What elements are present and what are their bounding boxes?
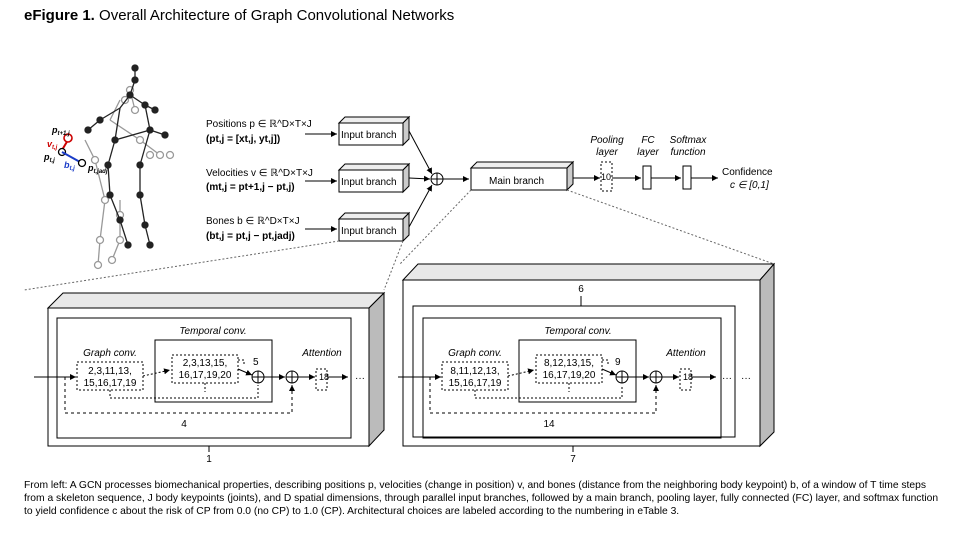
fc-label-2: layer — [637, 147, 659, 158]
continuation-dots: ··· — [741, 373, 751, 384]
skeleton-figure — [57, 64, 175, 270]
temporal-conv-label: Temporal conv. — [179, 326, 246, 337]
attention-label: Attention — [301, 348, 342, 359]
softmax-label-1: Softmax — [670, 135, 708, 146]
continuation-dots: ··· — [355, 373, 365, 384]
graph-conv-values-2: 15,16,17,19 — [84, 378, 137, 389]
label-v: vt,j — [47, 139, 58, 151]
pooling-number: 10 — [601, 172, 611, 182]
choice-number-5: 5 — [253, 357, 259, 368]
choice-number-18: 18 — [319, 372, 329, 382]
input-branch-label: Input branch — [341, 130, 397, 141]
pooling-label-1: Pooling — [590, 135, 624, 146]
temporal-conv-values-1: 8,12,13,15, — [544, 358, 594, 369]
positions-label: Positions p ∈ ℝ^D×T×J — [206, 119, 312, 130]
choice-number-14: 14 — [543, 419, 555, 430]
temporal-conv-values-1: 2,3,13,15, — [183, 358, 227, 369]
graph-conv-values-1: 2,3,11,13, — [88, 366, 132, 377]
pooling-label-2: layer — [596, 147, 618, 158]
fc-layer — [642, 165, 652, 190]
temporal-conv-values-2: 16,17,19,20 — [179, 370, 232, 381]
graph-conv-label: Graph conv. — [448, 348, 502, 359]
positions-formula: (pt,j = [xt,j, yt,j]) — [206, 134, 280, 145]
input-branch-label: Input branch — [341, 177, 397, 188]
figure-title-text: Overall Architecture of Graph Convolutio… — [99, 7, 455, 24]
graph-conv-box — [76, 361, 144, 391]
main-branch: Main branch — [469, 160, 575, 192]
head-labels: Pooling layer FC layer Softmax function — [590, 135, 707, 158]
attention-label: Attention — [665, 348, 706, 359]
continuation-dots: ··· — [722, 373, 732, 384]
main-branch-label: Main branch — [489, 176, 544, 187]
graph-conv-values-1: 8,11,12,13, — [450, 366, 499, 377]
temporal-conv-label: Temporal conv. — [544, 326, 611, 337]
choice-number-4: 4 — [181, 419, 187, 430]
label-p-next: pt+1,j — [51, 125, 70, 137]
label-p: pt,j — [43, 152, 55, 164]
graph-conv-label: Graph conv. — [83, 348, 137, 359]
label-p-adj: pt,jadj — [87, 163, 108, 175]
confidence-range: c ∈ [0,1] — [730, 180, 769, 191]
figure-title: eFigure 1. Overall Architecture of Graph… — [24, 7, 454, 24]
softmax-layer — [682, 165, 692, 190]
confidence-label: Confidence — [722, 167, 773, 178]
input-branch-bones: Input branch — [337, 211, 411, 243]
pooling-layer — [600, 161, 613, 192]
choice-number-1: 1 — [206, 454, 212, 465]
velocities-label: Velocities v ∈ ℝ^D×T×J — [206, 168, 313, 179]
input-branch-positions: Input branch — [337, 115, 411, 147]
choice-number-6: 6 — [578, 284, 584, 295]
choice-number-18: 18 — [683, 372, 693, 382]
softmax-label-2: function — [670, 147, 705, 158]
temporal-conv-box — [171, 354, 239, 384]
temporal-conv-box — [535, 354, 603, 384]
input-labels: Positions p ∈ ℝ^D×T×J (pt,j = [xt,j, yt,… — [206, 119, 313, 242]
figure-caption: From left: A GCN processes biomechanical… — [24, 480, 939, 517]
input-branch-label: Input branch — [341, 226, 397, 237]
temporal-conv-values-2: 16,17,19,20 — [543, 370, 596, 381]
velocities-formula: (mt,j = pt+1,j − pt,j) — [206, 182, 295, 193]
bones-label: Bones b ∈ ℝ^D×T×J — [206, 216, 300, 227]
choice-number-9: 9 — [615, 357, 621, 368]
attention-box — [679, 368, 692, 391]
label-b: bt,j — [64, 160, 75, 172]
attention-box — [315, 368, 328, 391]
fc-label-1: FC — [641, 135, 655, 146]
graph-conv-values-2: 15,16,17,19 — [449, 378, 502, 389]
input-branch-velocities: Input branch — [337, 162, 411, 194]
figure-number: eFigure 1. — [24, 7, 95, 24]
bones-formula: (bt,j = pt,j − pt,jadj) — [206, 231, 295, 242]
choice-number-7: 7 — [570, 454, 576, 465]
